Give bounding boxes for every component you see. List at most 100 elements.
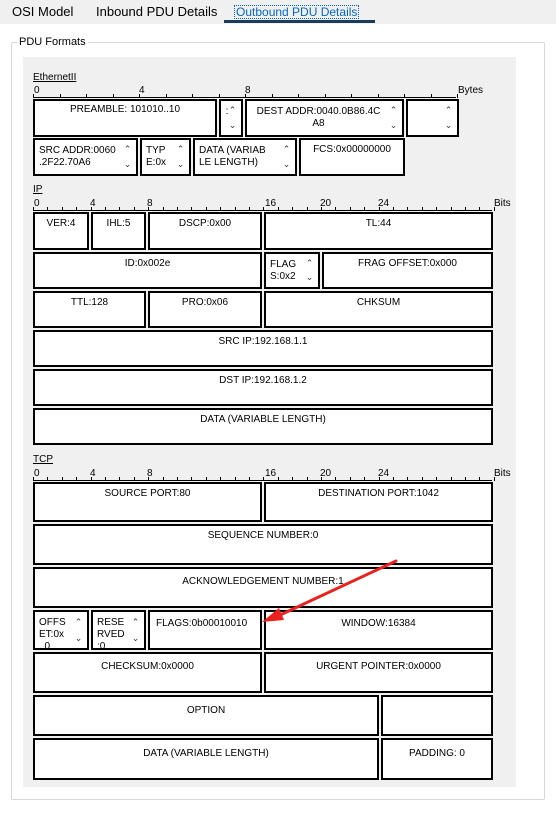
chevron-up-icon[interactable]: ⌃ (74, 616, 83, 627)
tcp-window-field[interactable]: WINDOW:16384 (264, 610, 493, 650)
ip-ruler-tick (465, 207, 466, 211)
ip-identification-field[interactable]: ID:0x002e (33, 252, 262, 289)
spinner[interactable]: ⌃⌄ (174, 142, 187, 172)
tcp-ack-number-field[interactable]: ACKNOWLEDGEMENT NUMBER:1 (33, 567, 493, 608)
chevron-down-icon[interactable]: ⌄ (444, 120, 453, 130)
spinner[interactable]: ⌃⌄ (280, 142, 293, 172)
tcp-ruler-tick (479, 477, 481, 481)
tcp-padding-field[interactable]: PADDING: 0 (381, 738, 493, 780)
chevron-up-icon[interactable]: ⌃ (176, 144, 185, 154)
tcp-urgent-pointer-field[interactable]: URGENT POINTER:0x0000 (264, 652, 493, 693)
tcp-ruler-tick (393, 477, 394, 481)
tcp-flags-field[interactable]: FLAGS:0b00010010 (148, 610, 262, 650)
tcp-source-port-field[interactable]: SOURCE PORT:80 (33, 482, 262, 522)
tcp-data-offset-field[interactable]: OFFS ET:0x ..0 ⌃⌄ (33, 610, 89, 650)
tab-outbound-pdu-details[interactable]: Outbound PDU Details (234, 5, 360, 19)
ethernet-preamble-field[interactable]: PREAMBLE: 101010..10 (33, 99, 217, 137)
chevron-down-icon[interactable]: ⌄ (131, 632, 140, 643)
ip-ruler-tick (177, 207, 178, 211)
spinner[interactable]: ⌃⌄ (129, 614, 142, 646)
ethernet-ruler-tick (377, 94, 379, 98)
spinner[interactable]: ⌃⌄ (226, 103, 239, 133)
chevron-up-icon[interactable]: ⌃ (305, 257, 314, 268)
chevron-up-icon[interactable]: ⌃ (131, 616, 140, 627)
ip-ihl-value: IHL:5 (106, 218, 131, 229)
ethernet-data-field[interactable]: DATA (VARIAB LE LENGTH) ⌃⌄ (193, 138, 297, 176)
ethernet-ruler-tick (298, 94, 299, 98)
chevron-down-icon[interactable]: ⌄ (389, 120, 398, 130)
tcp-ruler-tick (321, 477, 322, 481)
spinner[interactable]: ⌃⌄ (72, 614, 85, 646)
tcp-ruler-tick (378, 477, 380, 481)
ethernet-ruler-tick (351, 94, 352, 98)
ip-flags-field[interactable]: FLAG S:0x2 ⌃⌄ (264, 252, 320, 289)
ip-ruler-tick (450, 207, 452, 211)
ip-tick-label: 8 (147, 198, 153, 209)
ip-dscp-field[interactable]: DSCP:0x00 (148, 212, 262, 250)
tcp-tick-label: 4 (90, 468, 96, 479)
chevron-up-icon[interactable]: ⌃ (123, 144, 132, 154)
tab-osi-model[interactable]: OSI Model (12, 4, 74, 19)
tcp-checksum-value: CHECKSUM:0x0000 (101, 661, 194, 672)
chevron-up-icon[interactable]: ⌃ (389, 105, 398, 115)
ip-dst-ip-field[interactable]: DST IP:192.168.1.2 (33, 369, 493, 406)
ip-dscp-value: DSCP:0x00 (178, 218, 232, 229)
chevron-up-icon[interactable]: ⌃ (282, 144, 291, 154)
spinner[interactable]: ⌃⌄ (303, 256, 316, 285)
tcp-option-extra-field[interactable] (381, 695, 493, 736)
ip-src-ip-field[interactable]: SRC IP:192.168.1.1 (33, 330, 493, 367)
ethernet-preamble-overflow-field[interactable]: : ⌃⌄ (219, 99, 243, 137)
tcp-sequence-number-field[interactable]: SEQUENCE NUMBER:0 (33, 524, 493, 565)
tcp-data-field[interactable]: DATA (VARIABLE LENGTH) (33, 738, 379, 780)
ethernet-tick-label: 0 (34, 85, 40, 96)
ip-checksum-field[interactable]: CHKSUM (264, 291, 493, 328)
ethernet-fcs-field[interactable]: FCS:0x00000000 (299, 138, 405, 176)
ip-ihl-field[interactable]: IHL:5 (91, 212, 146, 250)
tcp-ruler-tick (306, 477, 308, 481)
ip-data-field[interactable]: DATA (VARIABLE LENGTH) (33, 408, 493, 445)
tcp-ack-number-value: ACKNOWLEDGEMENT NUMBER:1 (182, 576, 344, 587)
chevron-down-icon[interactable]: ⌄ (74, 632, 83, 643)
tcp-option-value: OPTION (186, 705, 226, 716)
ethernet-src-addr-field[interactable]: SRC ADDR:0060 .2F22.70A6 ⌃⌄ (33, 138, 138, 176)
tcp-ruler-tick (335, 477, 337, 481)
spinner[interactable]: ⌃⌄ (442, 103, 455, 133)
ethernet-ruler-tick (430, 94, 432, 98)
ip-ruler-tick (76, 207, 78, 211)
spinner[interactable]: ⌃⌄ (121, 142, 134, 172)
tcp-ruler-tick (263, 477, 265, 481)
tcp-ruler-tick (47, 477, 49, 481)
ip-ttl-field[interactable]: TTL:128 (33, 291, 146, 328)
chevron-up-icon[interactable]: ⌃ (228, 105, 237, 115)
ethernet-type-field[interactable]: TYP E:0x ⌃⌄ (140, 138, 191, 176)
chevron-down-icon[interactable]: ⌄ (176, 159, 185, 169)
ip-fragment-offset-field[interactable]: FRAG OFFSET:0x000 (322, 252, 493, 289)
chevron-down-icon[interactable]: ⌄ (305, 272, 314, 283)
ip-ruler-tick (436, 207, 438, 211)
ip-dst-ip-value: DST IP:192.168.1.2 (219, 375, 307, 386)
spinner[interactable]: ⌃⌄ (387, 103, 400, 133)
ip-version-field[interactable]: VER:4 (33, 212, 89, 250)
tcp-ruler-tick (292, 477, 294, 481)
chevron-down-icon[interactable]: ⌄ (228, 120, 237, 130)
ethernet-data-value: DATA (VARIAB LE LENGTH) (199, 145, 266, 168)
chevron-down-icon[interactable]: ⌄ (282, 159, 291, 169)
chevron-up-icon[interactable]: ⌃ (444, 105, 453, 115)
tcp-option-field[interactable]: OPTION (33, 695, 379, 736)
tcp-data-offset-value: OFFS ET:0x ..0 (39, 617, 66, 650)
ethernet-section-label: EthernetII (33, 72, 77, 83)
ip-total-length-field[interactable]: TL:44 (264, 212, 493, 250)
ethernet-dest-addr-field[interactable]: DEST ADDR:0040.0B86.4C A8 ⌃⌄ (245, 99, 404, 137)
ip-ruler-tick (364, 207, 366, 211)
ethernet-ruler-tick (218, 94, 220, 98)
chevron-down-icon[interactable]: ⌄ (123, 159, 132, 169)
tab-inbound-pdu-details[interactable]: Inbound PDU Details (96, 4, 218, 19)
ethernet-extra-field[interactable]: ⌃⌄ (406, 99, 459, 137)
ethernet-ruler-tick (271, 94, 273, 98)
ip-tick-label: 4 (90, 198, 96, 209)
tcp-destination-port-field[interactable]: DESTINATION PORT:1042 (264, 482, 493, 522)
tcp-reserved-field[interactable]: RESE RVED :0 ⌃⌄ (91, 610, 146, 650)
tcp-checksum-field[interactable]: CHECKSUM:0x0000 (33, 652, 262, 693)
ip-protocol-field[interactable]: PRO:0x06 (148, 291, 262, 328)
ip-ruler-tick (234, 207, 236, 211)
